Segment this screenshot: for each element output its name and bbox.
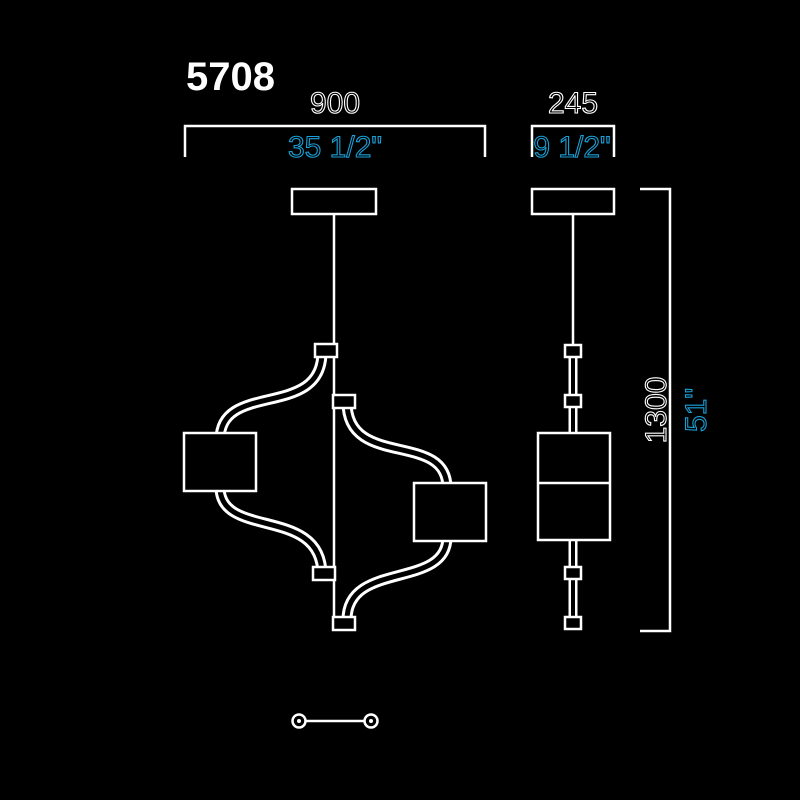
width-mm-label: 900 [310, 87, 360, 120]
front-left-shade [182, 431, 258, 493]
side-joint-1 [563, 343, 583, 359]
depth-inch-label: 9 1/2" [533, 131, 610, 164]
width-dimension: 900 35 1/2" [183, 86, 487, 165]
width-dimension-bracket [183, 124, 487, 157]
height-inch-label: 51" [680, 388, 713, 432]
front-ceiling-canopy [290, 187, 378, 216]
height-dimension: 1300 51" [639, 187, 714, 633]
side-joint-4 [563, 615, 583, 631]
side-shades [536, 431, 612, 542]
height-mm-label: 1300 [640, 377, 673, 444]
side-ceiling-canopy [530, 187, 616, 216]
connector-symbol-icon [291, 713, 379, 729]
front-joint-bottom-right [331, 615, 357, 632]
side-joint-2 [563, 393, 583, 409]
depth-dimension-bracket [530, 124, 616, 157]
width-inch-label: 35 1/2" [288, 131, 382, 164]
front-view [182, 187, 488, 632]
front-right-shade [412, 481, 488, 543]
side-view [530, 187, 616, 631]
height-dimension-bracket [640, 187, 672, 633]
depth-dimension: 245 9 1/2" [530, 86, 616, 165]
front-joint-bottom-left [311, 565, 337, 582]
model-number: 5708 [186, 55, 275, 99]
depth-mm-label: 245 [548, 87, 598, 120]
side-joint-3 [563, 565, 583, 581]
front-joint-top-right [331, 393, 357, 410]
front-joint-top-left [313, 342, 339, 359]
